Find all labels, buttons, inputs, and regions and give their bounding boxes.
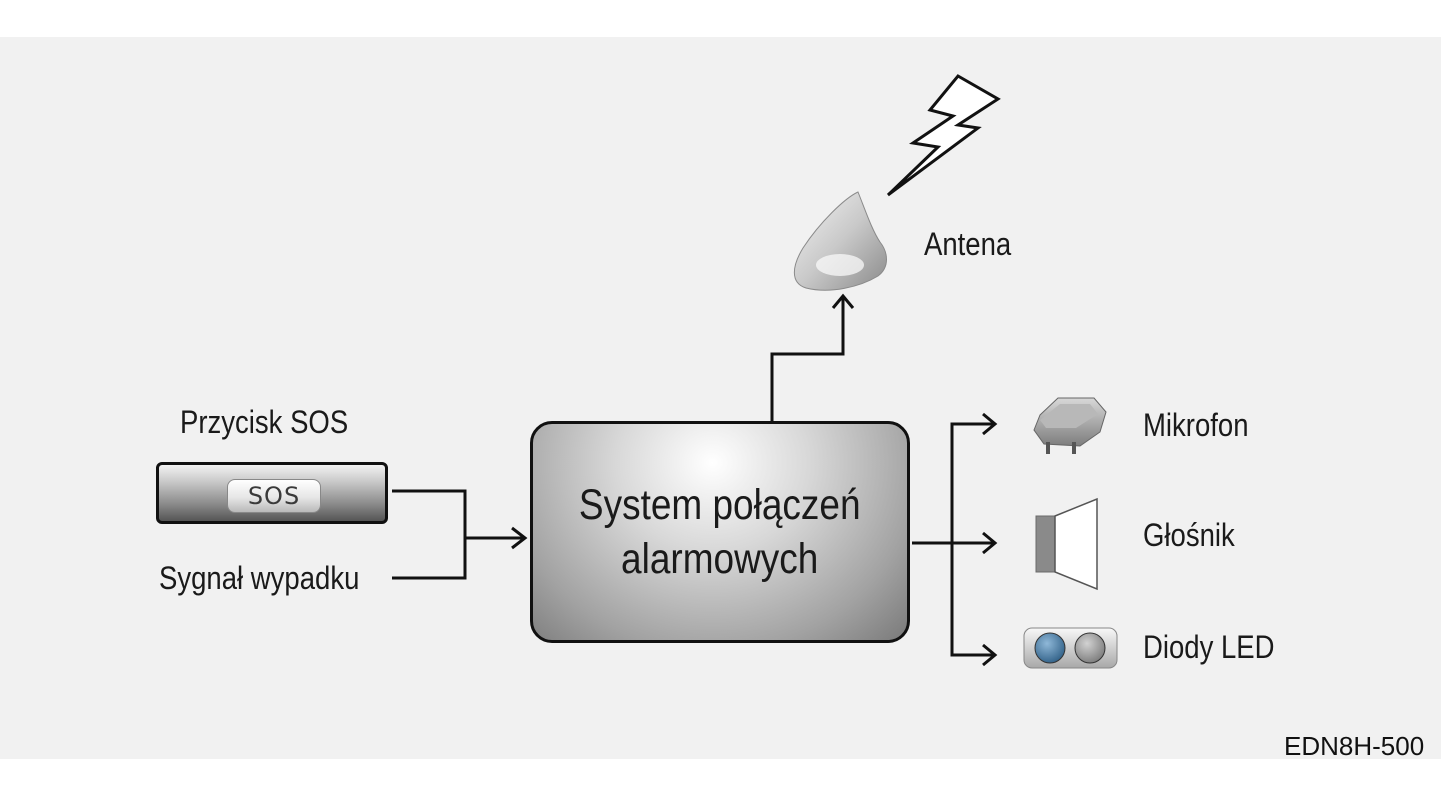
microphone-icon [1033, 397, 1107, 454]
emergency-call-system-box: System połączeń alarmowych [530, 421, 910, 643]
input-connector [392, 489, 528, 580]
figure-code: EDN8H-500 [1284, 731, 1425, 761]
output-connector [912, 412, 998, 667]
crash-signal-label: Sygnał wypadku [159, 560, 360, 596]
speaker-label: Głośnik [1143, 517, 1235, 553]
sos-button-label: Przycisk SOS [180, 404, 349, 440]
signal-bolt-icon [886, 74, 1001, 197]
system-title-line1: System połączeń [579, 481, 861, 529]
antenna-label: Antena [924, 226, 1012, 262]
led-icon [1023, 627, 1118, 669]
antenna-connector [770, 293, 855, 421]
microphone-label: Mikrofon [1143, 407, 1249, 443]
sos-button-panel: SOS [156, 462, 388, 524]
speaker-icon [1035, 497, 1098, 591]
sos-button[interactable]: SOS [227, 479, 321, 513]
antenna-icon [793, 191, 887, 291]
leds-label: Diody LED [1143, 629, 1275, 665]
system-title-line2: alarmowych [621, 535, 819, 583]
